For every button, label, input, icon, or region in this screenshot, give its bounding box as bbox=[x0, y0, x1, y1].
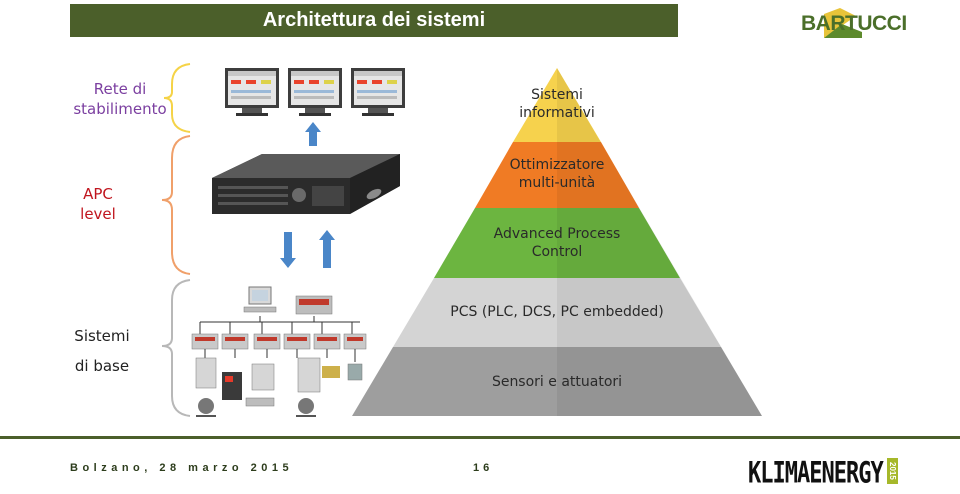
logo-text: BARTUCCI bbox=[801, 12, 907, 35]
monitor-icon bbox=[225, 68, 279, 116]
label-di-base: di base bbox=[74, 357, 130, 375]
pyramid-label-pcs: PCS (PLC, DCS, PC embedded) bbox=[450, 304, 664, 320]
label-apc-level: APC level bbox=[80, 185, 116, 223]
page-number: 16 bbox=[473, 462, 494, 474]
pyramid-level-pcs bbox=[393, 278, 721, 347]
pyramid-label-apc: Advanced Process Control bbox=[493, 226, 621, 260]
bartucci-logo-icon bbox=[824, 8, 862, 38]
pyramid-label-sensori: Sensori e attuatori bbox=[491, 374, 623, 390]
server-icon bbox=[212, 154, 400, 214]
monitor-icon bbox=[288, 68, 342, 116]
arrow-down-icon bbox=[280, 232, 296, 268]
pyramid-level-sistemi-informativi bbox=[513, 68, 601, 142]
pyramid-level-apc bbox=[434, 208, 680, 278]
pyramid-level-sensori bbox=[352, 347, 762, 416]
pyramid-label-sistemi-informativi: Sistemi informativi bbox=[519, 87, 595, 121]
footer-location-date: Bolzano, 28 marzo 2015 bbox=[70, 462, 294, 474]
page-title: Architettura dei sistemi bbox=[70, 4, 678, 37]
label-sistemi: Sistemi bbox=[74, 327, 130, 345]
brace-base-icon bbox=[161, 279, 191, 417]
plc-network-icon bbox=[191, 286, 367, 417]
brace-rete-icon bbox=[163, 63, 191, 133]
klimaenergy-year: 2015 bbox=[887, 458, 898, 484]
arrow-up-icon bbox=[319, 230, 335, 268]
klimaenergy-logo: KLIMAENERGY bbox=[748, 457, 884, 491]
pyramid-level-ottimizzatore bbox=[475, 142, 639, 208]
footer-divider bbox=[0, 436, 960, 439]
monitor-icon bbox=[351, 68, 405, 116]
arrow-up-icon bbox=[305, 122, 321, 146]
brace-apc-icon bbox=[161, 135, 191, 275]
pyramid-label-ottimizzatore: Ottimizzatore multi-unità bbox=[509, 157, 605, 191]
label-rete-stabilimento: Rete di stabilimento bbox=[73, 80, 167, 118]
